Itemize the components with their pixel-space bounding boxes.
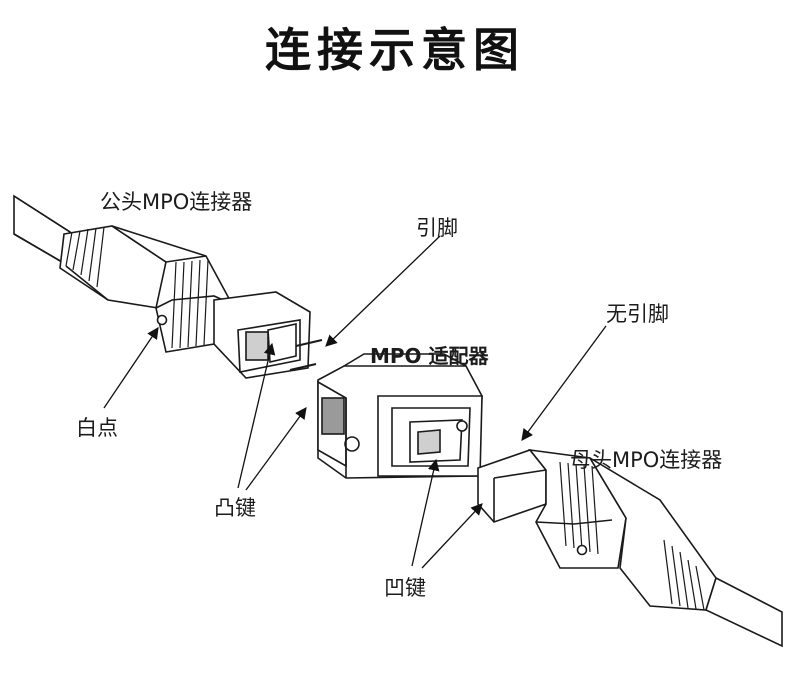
pointer-key-up-2 [245,407,307,491]
label-key-up: 凸键 [214,496,256,520]
label-guide-pin: 引脚 [416,216,458,240]
pointer-key-up-1 [237,342,276,489]
male-guide-pin-1 [295,339,323,347]
male-white-dot [156,314,168,326]
adapter-mount-hole-left [344,436,360,452]
mpo-adapter [317,353,483,479]
female-boot [589,457,717,611]
male-mpo-connector [13,194,323,379]
female-mpo-connector [477,448,783,648]
pointer-key-down-1 [411,458,440,567]
pointer-guide-pin [325,235,441,347]
female-cable [705,576,783,648]
male-key-up [245,331,269,361]
adapter-mount-hole-right [456,420,468,432]
female-white-dot [576,544,588,556]
label-adapter: MPO 适配器 [370,344,489,368]
female-ferrule [477,449,547,523]
label-key-down: 凹键 [384,576,426,600]
label-no-guide-pin: 无引脚 [606,302,669,326]
male-guide-pin-2 [289,363,317,371]
pointer-lines [103,235,607,569]
pointer-no-guide-pin [521,325,607,441]
male-housing [111,225,233,353]
pointer-key-down-2 [421,503,483,569]
adapter-left-port [321,397,345,435]
pointer-white-dot [103,327,159,409]
page-title: 连接示意图 [265,23,525,77]
label-female-connector: 母头MPO连接器 [570,448,723,472]
label-white-dot: 白点 [76,416,118,440]
label-male-connector: 公头MPO连接器 [100,190,253,214]
adapter-key-down [417,429,441,455]
